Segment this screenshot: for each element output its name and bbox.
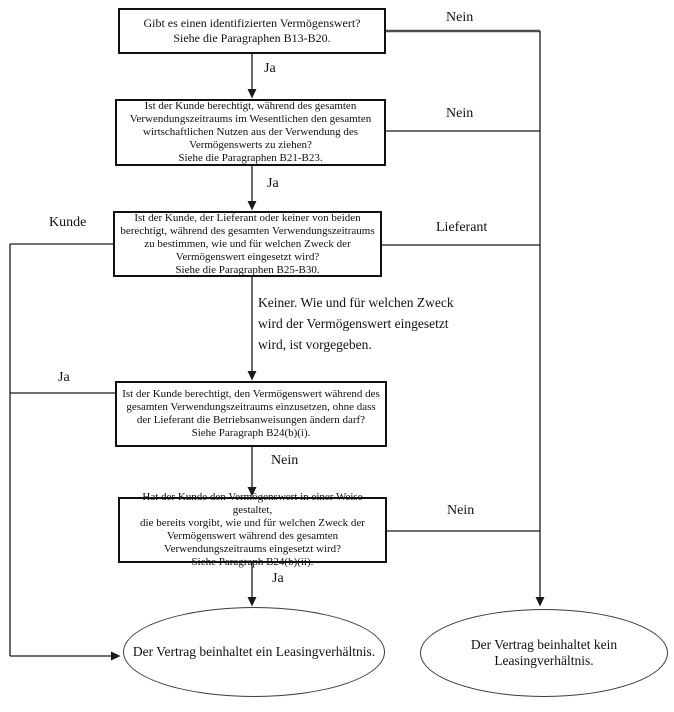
ellipse-lease-result: Der Vertrag beinhaltet ein Leasingverhäl… <box>123 607 385 697</box>
arrowhead-down-4 <box>247 487 257 497</box>
arrowhead-down-1 <box>247 89 257 99</box>
note-keiner: Keiner. Wie und für welchen Zweck wird d… <box>258 295 454 352</box>
arrowhead-down-3 <box>247 371 257 381</box>
arrowhead-right <box>111 651 121 661</box>
box-economic-benefits: Ist der Kunde berechtigt, während des ge… <box>115 99 386 166</box>
arrowhead-down-right <box>535 597 545 607</box>
label-nein-4: Nein <box>447 503 475 518</box>
label-ja-1: Ja <box>264 61 276 76</box>
label-ja-3: Ja <box>58 370 70 385</box>
label-ja-4: Ja <box>272 571 284 586</box>
box-customer-designed: Hat der Kunde den Vermögenswert in einer… <box>118 491 387 568</box>
label-nein-3: Nein <box>271 453 299 468</box>
label-nein-2: Nein <box>446 106 474 121</box>
label-ja-2: Ja <box>267 176 279 191</box>
box-identified-asset: Gibt es einen identifizierten Vermögensw… <box>118 8 386 54</box>
ellipse-no-lease-result: Der Vertrag beinhaltet kein Leasingverhä… <box>420 609 668 697</box>
label-lieferant: Lieferant <box>436 220 488 235</box>
label-nein-top: Nein <box>446 10 474 25</box>
box-who-directs-use: Ist der Kunde, der Lieferant oder keiner… <box>113 211 382 277</box>
label-kunde: Kunde <box>49 215 87 230</box>
arrowhead-down-5 <box>247 597 257 607</box>
box-customer-operates: Ist der Kunde berechtigt, den Vermögensw… <box>115 381 387 447</box>
arrowhead-down-2 <box>247 201 257 211</box>
